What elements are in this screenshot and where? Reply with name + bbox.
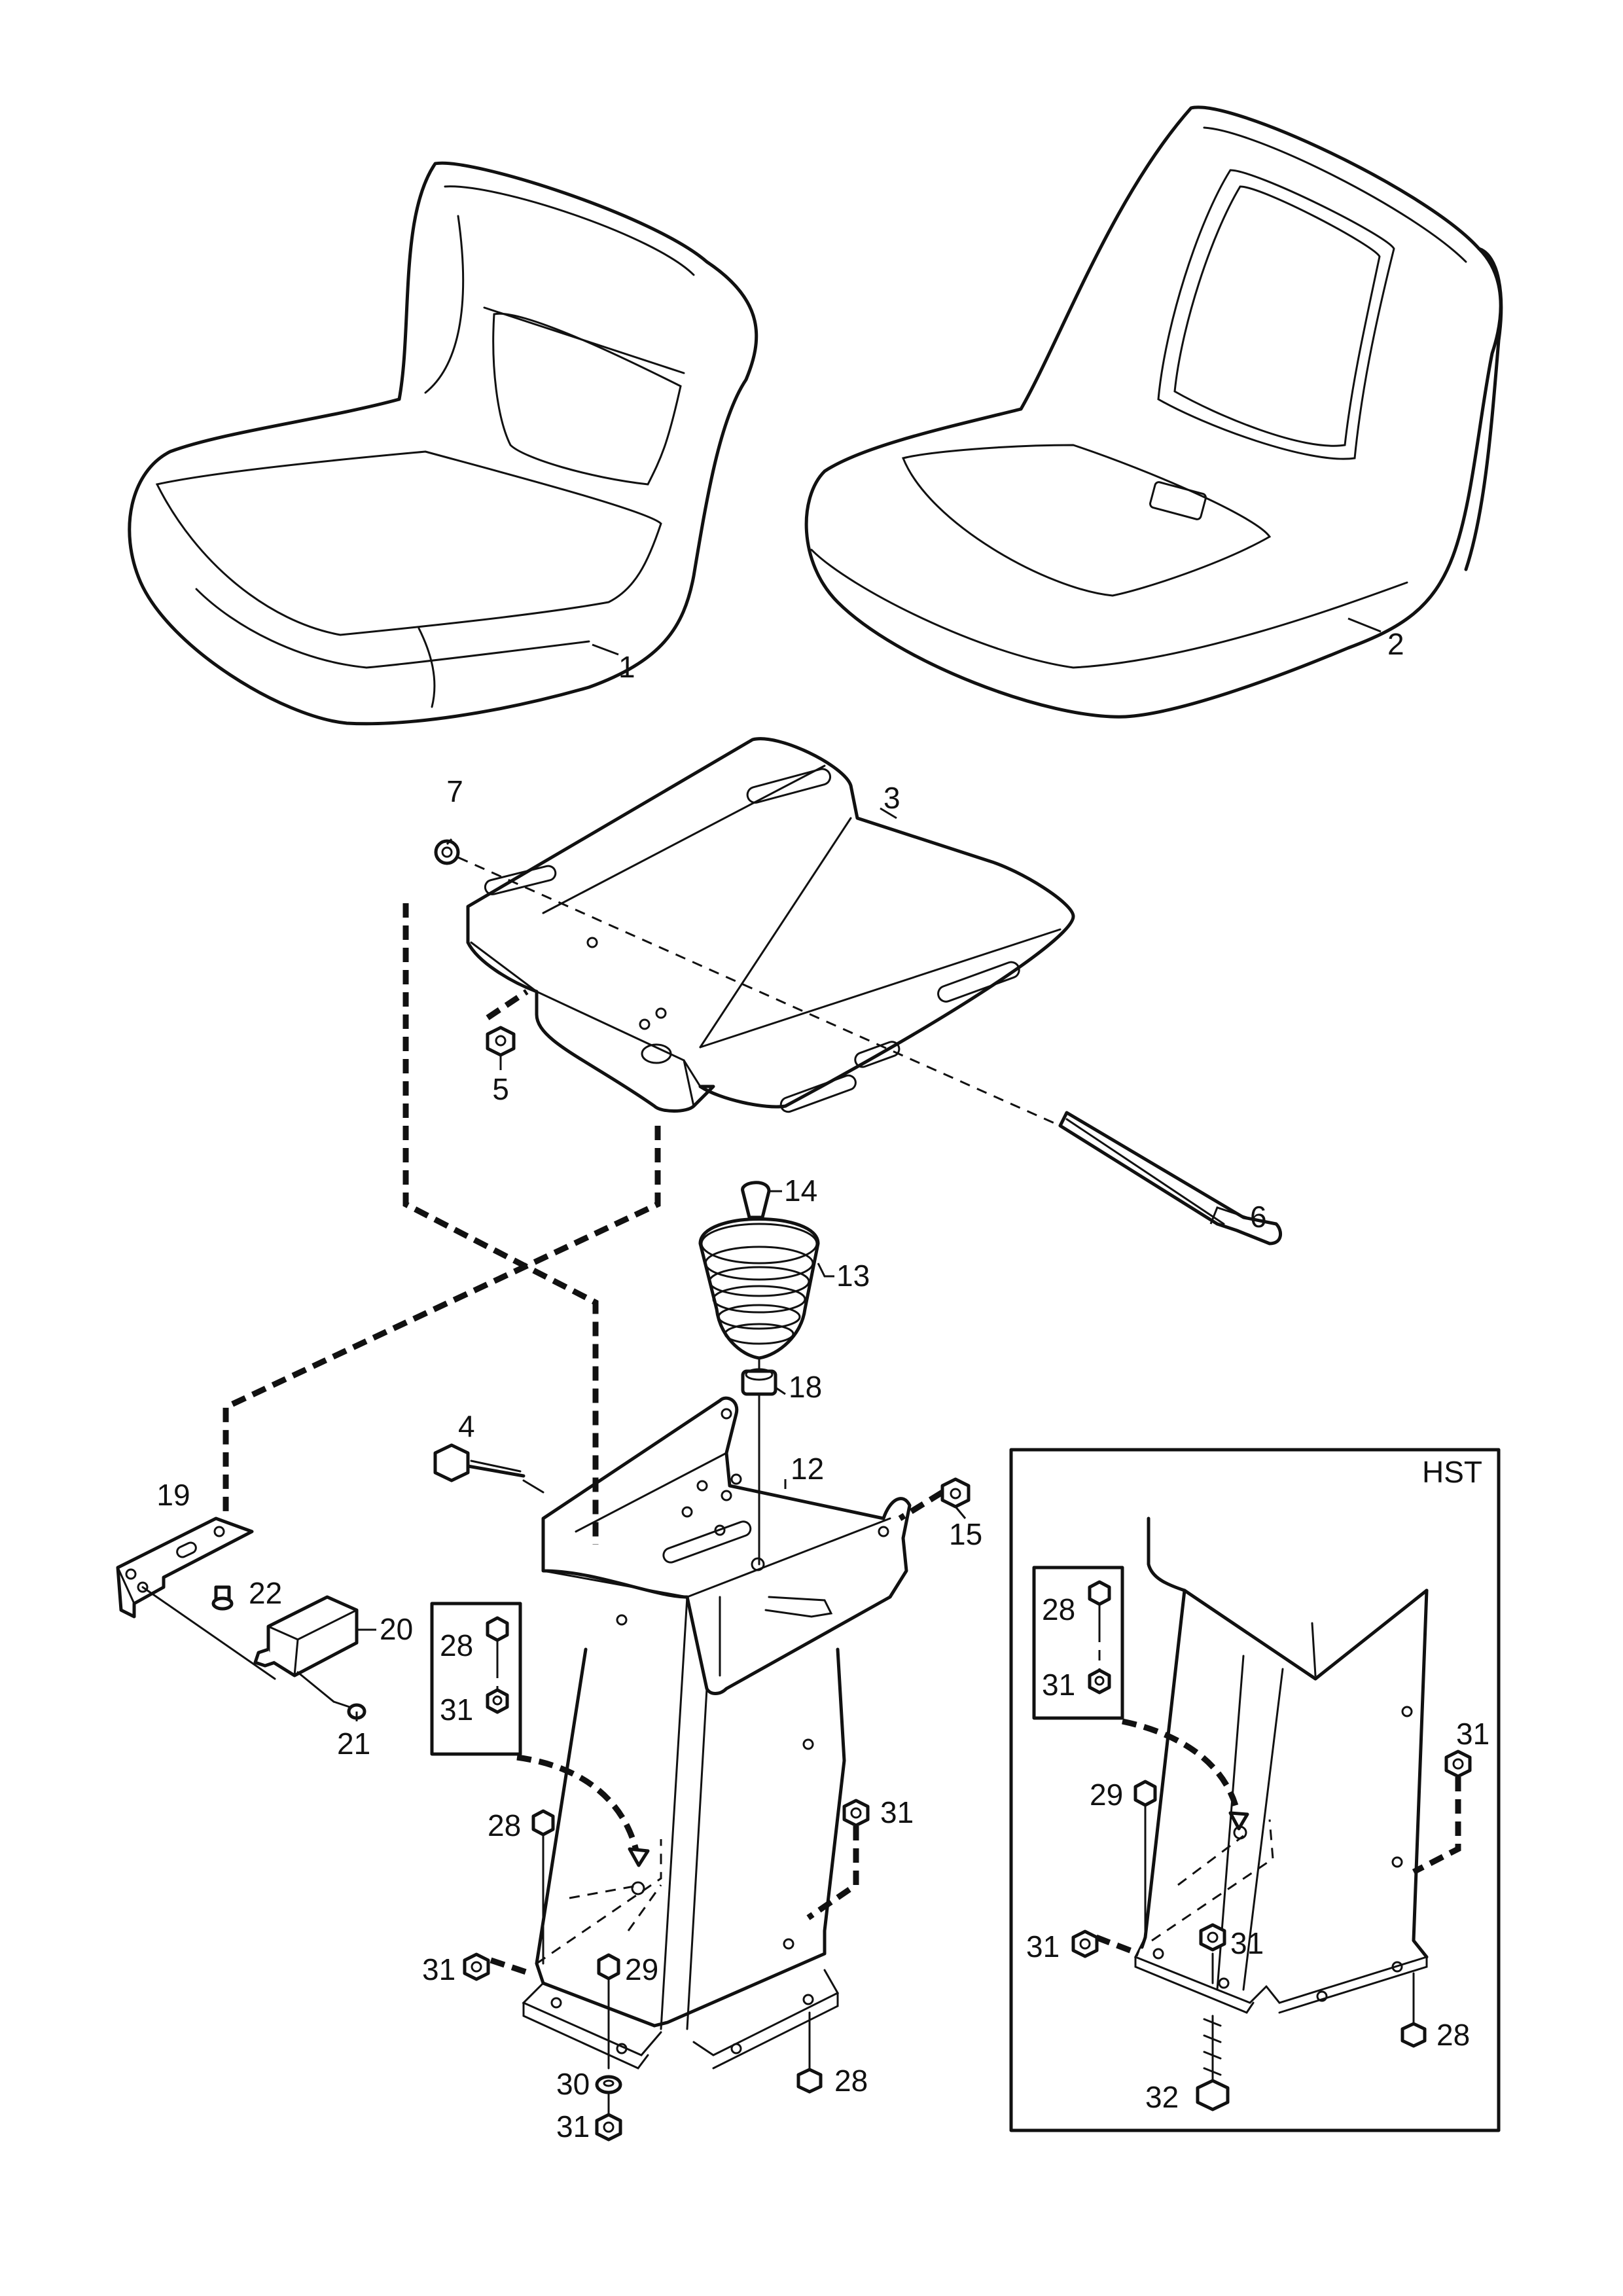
callout-14: 14 <box>784 1174 817 1208</box>
hst-callout-31-center: 31 <box>1230 1926 1264 1960</box>
callout-28-left: 28 <box>488 1808 521 1842</box>
hst-callout-31-box: 31 <box>1042 1668 1075 1702</box>
callout-22: 22 <box>249 1576 282 1610</box>
nut-31-bottom <box>595 2113 622 2142</box>
hst-callout-28-box: 28 <box>1042 1592 1075 1626</box>
switch-bracket-19 <box>116 1516 254 1619</box>
callout-28-bottom: 28 <box>834 2064 868 2098</box>
bolt-4 <box>433 1443 526 1482</box>
bolt-28-bottom <box>796 2011 823 2094</box>
seat-2 <box>804 105 1503 719</box>
hst-callout-31-left: 31 <box>1026 1929 1060 1964</box>
hst-callout-32: 32 <box>1145 2080 1179 2114</box>
callout-30: 30 <box>556 2067 590 2101</box>
hst-inset <box>1009 1448 1501 2132</box>
seat-switch-20 <box>253 1595 359 1677</box>
seat-rod-6 <box>1058 1111 1283 1246</box>
detail-box-28-31 <box>430 1602 522 1756</box>
washer-30 <box>595 2075 622 2094</box>
callout-2: 2 <box>1387 627 1404 661</box>
nut-31-left <box>463 1952 490 1981</box>
spring-13 <box>698 1217 820 1360</box>
bolt-28-left <box>531 1809 555 1886</box>
nut-15 <box>940 1477 971 1509</box>
nut-31-right-top <box>842 1799 870 1827</box>
callout-31-left: 31 <box>422 1952 455 1986</box>
hst-title: HST <box>1422 1455 1482 1489</box>
callout-20: 20 <box>380 1612 413 1646</box>
callout-29: 29 <box>625 1952 658 1986</box>
callout-31-right: 31 <box>880 1795 914 1829</box>
pedestal <box>522 1596 846 2070</box>
callout-15: 15 <box>949 1517 982 1551</box>
nut-5 <box>486 1026 516 1057</box>
screw-22 <box>211 1585 234 1611</box>
lock-washer-7 <box>434 839 460 865</box>
bolt-29 <box>597 1953 620 2030</box>
callout-1: 1 <box>618 650 635 684</box>
seat-bracket-12 <box>541 1396 912 1695</box>
callout-12: 12 <box>791 1452 824 1486</box>
hst-callout-31-right: 31 <box>1456 1717 1489 1751</box>
callout-21: 21 <box>337 1727 370 1761</box>
hst-callout-29: 29 <box>1090 1778 1123 1812</box>
callout-18: 18 <box>789 1370 822 1404</box>
callout-31-box: 31 <box>440 1693 473 1727</box>
spacer-18 <box>741 1368 777 1396</box>
callout-3: 3 <box>883 781 901 815</box>
callout-13: 13 <box>836 1259 870 1293</box>
callout-19: 19 <box>156 1478 190 1512</box>
screw-21 <box>332 1700 366 1720</box>
callout-4: 4 <box>458 1409 475 1443</box>
seat-1 <box>128 161 758 726</box>
callout-31-bottom: 31 <box>556 2109 590 2144</box>
callout-6: 6 <box>1250 1200 1267 1234</box>
callout-28-box: 28 <box>440 1628 473 1662</box>
hst-callout-28: 28 <box>1436 2018 1470 2052</box>
seat-plate <box>466 737 1075 1113</box>
callout-7: 7 <box>446 774 463 808</box>
callout-5: 5 <box>492 1072 509 1106</box>
